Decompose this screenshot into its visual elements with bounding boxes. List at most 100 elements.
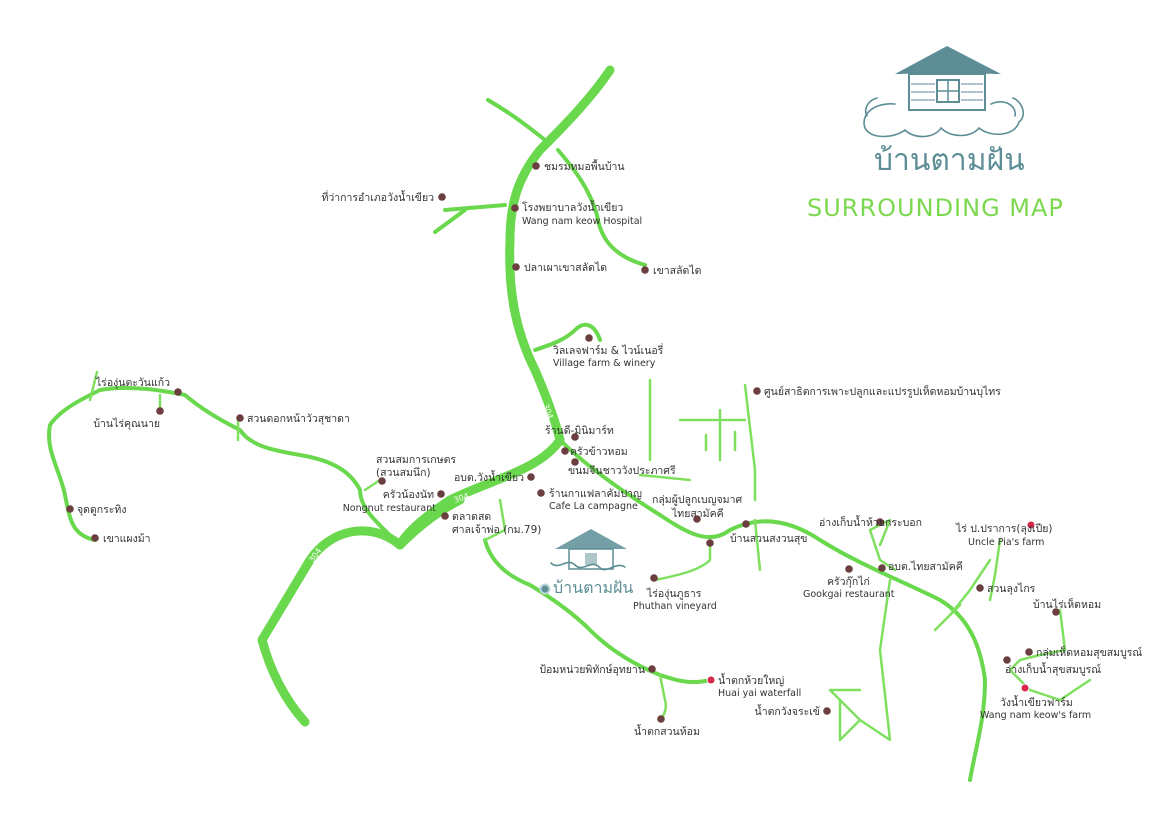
place-marker[interactable] [641, 266, 649, 274]
place-marker[interactable] [527, 473, 535, 481]
place-marker[interactable] [753, 387, 761, 395]
place-marker[interactable] [441, 512, 449, 520]
home-marker[interactable]: บ้านตามฝัน [539, 529, 634, 597]
house-icon [550, 529, 627, 571]
place-label-en: Nongnut restaurant [343, 503, 437, 514]
place-label: โรงพยาบาลวังน้ำเขียว [522, 200, 623, 214]
place-marker[interactable] [437, 490, 445, 498]
place-marker[interactable] [571, 433, 579, 441]
place-label: ศูนย์สาธิตการเพาะปลูกและแปรรูปเห็ดหอมบ้า… [764, 384, 1001, 398]
place-label: อ่างเก็บน้ำห้วยกระบอก [819, 515, 922, 529]
highway-304-west [257, 435, 565, 727]
place-marker[interactable] [742, 520, 750, 528]
place-marker[interactable] [537, 489, 545, 497]
highway-304-north [505, 65, 615, 445]
place-marker[interactable] [1052, 608, 1060, 616]
place-label-en: Huai yai waterfall [718, 688, 801, 699]
place-marker[interactable] [174, 388, 182, 396]
place-marker[interactable] [511, 204, 519, 212]
place-label: ขนมจีนชาววังประภาศรี [568, 464, 676, 477]
place-label: เขาแผงม้า [103, 533, 151, 545]
place-label: สวนสมการเกษตร [376, 454, 456, 466]
place-marker[interactable] [693, 515, 701, 523]
place-marker-highlight[interactable] [1026, 520, 1036, 530]
place-marker[interactable] [236, 414, 244, 422]
place-label: น้ำตกห้วยใหญ่ [718, 673, 784, 687]
place-marker[interactable] [976, 584, 984, 592]
place-label-en: Cafe La campagne [549, 501, 638, 512]
place-marker[interactable] [91, 534, 99, 542]
place-marker[interactable] [571, 458, 579, 466]
place-label: ไร่องุ่นตะวันแก้ว [95, 376, 170, 389]
place-label: บ้านสวนสงวนสุข [730, 533, 807, 545]
place-label: ที่ว่าการอำเภอวังน้ำเขียว [321, 190, 434, 204]
place-label: บ้านไร่คุณนาย [93, 417, 160, 430]
place-label: ป้อมหน่วยพิทักษ์อุทยาน [539, 663, 645, 676]
place-label: บ้านไร่เห็ดหอม [1033, 597, 1101, 611]
place-label: ตลาดสด [452, 511, 491, 523]
place-marker[interactable] [156, 407, 164, 415]
place-marker[interactable] [66, 505, 74, 513]
place-label: ครัวข้าวหอม [570, 446, 628, 458]
house-logo-icon [863, 46, 1025, 138]
place-label: กลุ่มผู้ปลูกเบญจมาศ [652, 494, 742, 506]
place-label-en: Uncle Pia's farm [968, 537, 1044, 548]
place-marker[interactable] [878, 564, 886, 572]
place-label-en: Wang nam keow's farm [980, 710, 1091, 721]
places: ชมรมหมอพื้นบ้าน ที่ว่าการอำเภอวังน้ำเขีย… [66, 159, 1142, 738]
place-marker[interactable] [648, 665, 656, 673]
road-home-link [483, 498, 507, 542]
place-label: วังน้ำเขียวฟาร์ม [1000, 695, 1073, 709]
place-label: จุดดูกระทิง [77, 504, 126, 516]
place-label: ครัวน้องนัท [383, 489, 434, 501]
brand-logo: บ้านตามฝัน SURROUNDING MAP [807, 46, 1064, 222]
place-label: อ่างเก็บน้ำสุขสมบูรณ์ [1005, 662, 1101, 676]
place-label-en: Phuthan vineyard [633, 601, 717, 612]
place-marker[interactable] [706, 539, 714, 547]
place-marker[interactable] [1025, 648, 1033, 656]
road-khao-lat-dai [556, 148, 647, 267]
place-marker[interactable] [585, 334, 593, 342]
place-label: อบต.วังน้ำเขียว [454, 470, 524, 484]
road-network: 304 304 304 [47, 65, 1092, 782]
place-marker[interactable] [1003, 656, 1011, 664]
place-marker[interactable] [823, 707, 831, 715]
road-west-spurs [88, 370, 382, 492]
place-label: น้ำตกวังจระเข้ [755, 704, 820, 718]
place-marker[interactable] [845, 565, 853, 573]
place-label: ชมรมหมอพื้นบ้าน [544, 159, 625, 173]
place-label: ปลาเผาเขาสลัดได [524, 261, 607, 274]
road-east-branches [638, 378, 1092, 742]
place-marker[interactable] [561, 447, 569, 455]
place-label: น้ำตกสวนห้อม [634, 724, 700, 738]
place-label: ร้านกาแฟลาคัมปาญ [549, 488, 642, 500]
map-title: SURROUNDING MAP [807, 194, 1064, 222]
road-district-office [433, 203, 507, 234]
place-marker[interactable] [657, 715, 665, 723]
place-label: สวนดอกหน้าวัวสุชาดา [247, 413, 350, 425]
place-label: ไทยสามัคคี [671, 507, 724, 520]
place-marker[interactable] [532, 162, 540, 170]
road-east [558, 438, 987, 782]
place-label-en: Gookgai restaurant [803, 589, 895, 600]
place-label: ศาลเจ้าพ่อ (กม.79) [452, 524, 541, 536]
place-label: เขาสลัดได [653, 264, 701, 277]
place-marker[interactable] [650, 574, 658, 582]
place-marker[interactable] [438, 193, 446, 201]
road-west [47, 385, 402, 547]
place-marker-highlight[interactable] [1020, 683, 1030, 693]
place-label: อบต.ไทยสามัคคี [888, 560, 963, 573]
place-marker[interactable] [512, 263, 520, 271]
road-village-farm [533, 322, 602, 352]
place-label: วิลเลจฟาร์ม & ไวน์เนอรี่ [553, 343, 664, 357]
place-marker[interactable] [876, 518, 884, 526]
home-location-marker[interactable] [539, 583, 551, 595]
place-label: กลุ่มเห็ดหอมสุขสมบูรณ์ [1036, 645, 1142, 659]
place-marker[interactable] [378, 477, 386, 485]
home-label: บ้านตามฝัน [553, 578, 633, 597]
place-label: (สวนสมนึก) [376, 467, 431, 479]
place-label: ครัวกุ๊กไก่ [827, 575, 870, 588]
place-marker-highlight[interactable] [706, 675, 716, 685]
place-label-en: Wang nam keow Hospital [522, 216, 642, 227]
